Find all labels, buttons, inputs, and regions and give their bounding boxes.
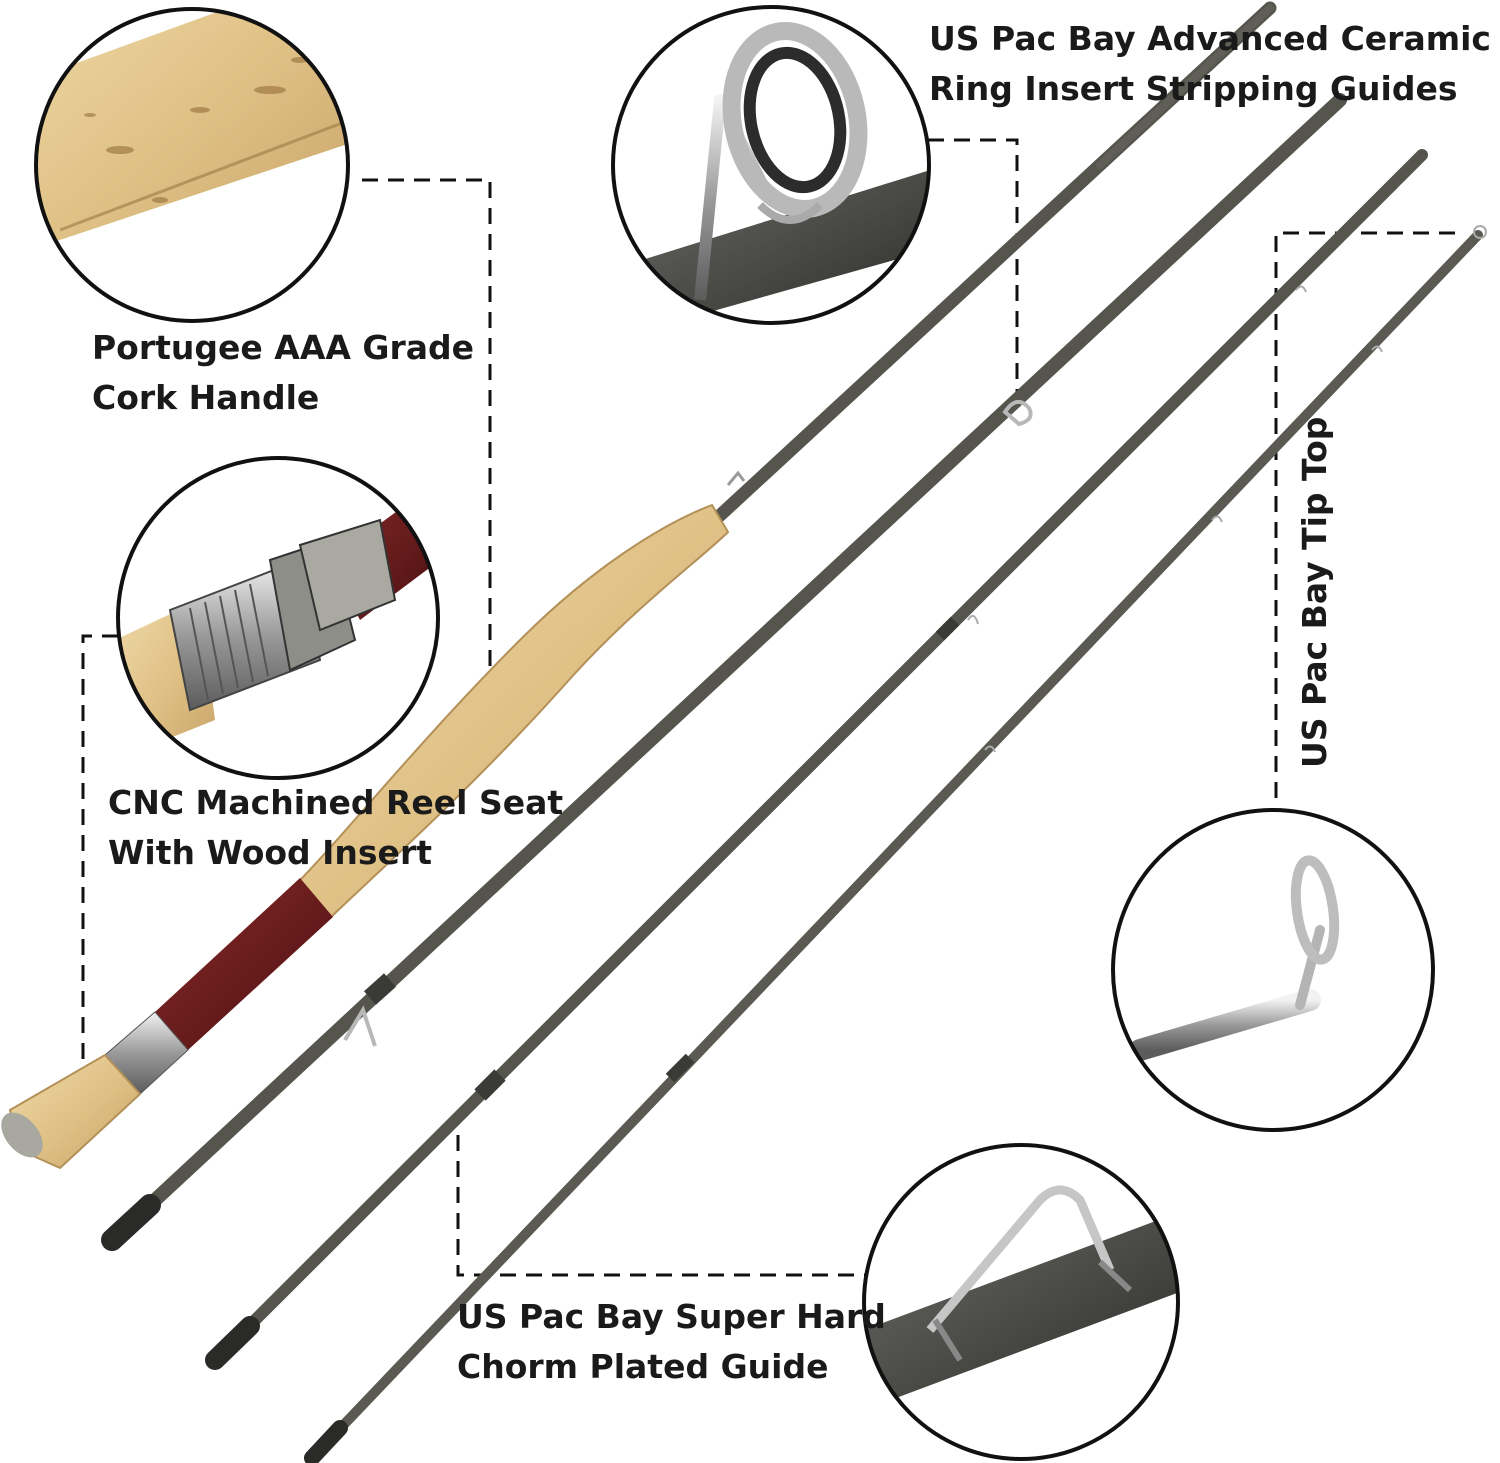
label-cork-handle-line1: Portugee AAA Grade bbox=[92, 328, 475, 367]
label-tip-top: US Pac Bay Tip Top bbox=[1290, 348, 1340, 768]
rod-section-3 bbox=[205, 149, 1428, 1370]
label-reel-seat: CNC Machined Reel Seat With Wood Insert bbox=[108, 778, 563, 878]
detail-snake-guide bbox=[862, 1143, 1180, 1461]
leader-lines bbox=[81, 138, 1455, 1277]
leader-tip bbox=[1274, 231, 1455, 800]
label-reel-seat-line2: With Wood Insert bbox=[108, 833, 432, 872]
label-cork-handle-line2: Cork Handle bbox=[92, 378, 320, 417]
leader-cork bbox=[362, 178, 492, 740]
leader-guide bbox=[928, 138, 1019, 395]
label-snake-guide-line2: Chorm Plated Guide bbox=[457, 1347, 829, 1386]
butt-cap bbox=[1, 1112, 43, 1158]
label-reel-seat-line1: CNC Machined Reel Seat bbox=[108, 783, 564, 822]
label-stripping-guides-line1: US Pac Bay Advanced Ceramic bbox=[929, 19, 1491, 58]
reel-seat-wood bbox=[155, 878, 333, 1050]
leader-snake bbox=[456, 1135, 865, 1277]
stripping-guide-large bbox=[343, 1005, 377, 1047]
label-tip-top-line1: US Pac Bay Tip Top bbox=[1295, 416, 1334, 768]
stripping-guide-small bbox=[1002, 400, 1033, 427]
label-stripping-guides-line2: Ring Insert Stripping Guides bbox=[929, 69, 1458, 108]
rod-section-4 bbox=[304, 225, 1487, 1463]
rod-section-2 bbox=[101, 93, 1347, 1251]
label-cork-handle: Portugee AAA Grade Cork Handle bbox=[92, 323, 474, 423]
label-stripping-guides: US Pac Bay Advanced Ceramic Ring Insert … bbox=[929, 14, 1491, 114]
detail-stripping-guide bbox=[611, 5, 931, 325]
detail-tip-top bbox=[1111, 808, 1435, 1132]
detail-cork-handle bbox=[34, 7, 350, 323]
tip-top-ring bbox=[1473, 225, 1487, 239]
fighting-butt bbox=[8, 1053, 142, 1170]
leader-seat bbox=[81, 634, 118, 1100]
rod-butt-section bbox=[1, 1, 1277, 1170]
label-snake-guide: US Pac Bay Super Hard Chorm Plated Guide bbox=[457, 1292, 886, 1392]
cork-grip bbox=[298, 503, 730, 920]
detail-reel-seat bbox=[116, 456, 440, 780]
label-snake-guide-line1: US Pac Bay Super Hard bbox=[457, 1297, 886, 1336]
